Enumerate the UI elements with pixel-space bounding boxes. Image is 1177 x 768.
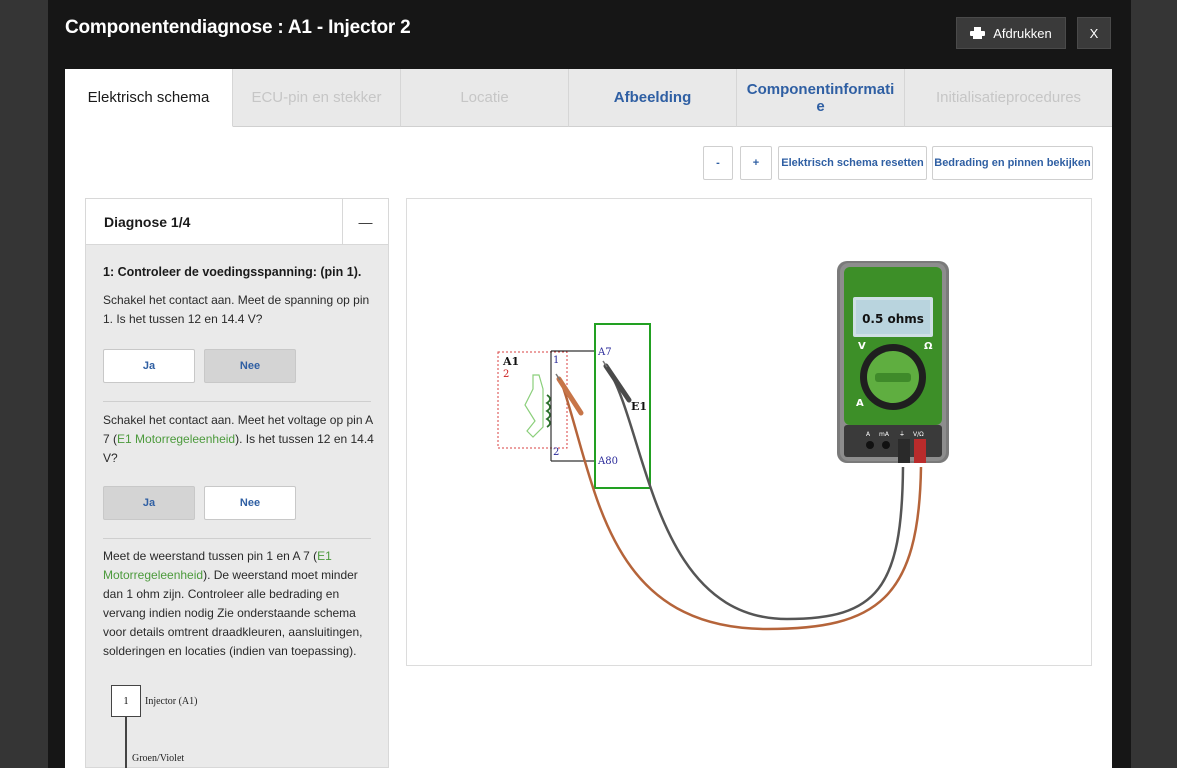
- meter-ohm-label: Ω: [924, 341, 933, 352]
- content-panel: Elektrisch schema ECU-pin en stekker Loc…: [65, 69, 1112, 768]
- tab-bar: Elektrisch schema ECU-pin en stekker Loc…: [65, 69, 1112, 127]
- mini-pin-box: 1: [111, 685, 141, 717]
- pin-1-label: 1: [553, 355, 559, 366]
- question-2-text: Schakel het contact aan. Meet het voltag…: [103, 411, 375, 468]
- injector-coil-icon: [524, 374, 551, 438]
- black-probe-icon: [602, 360, 632, 403]
- ecu-label: E1: [631, 400, 647, 413]
- q2-no-button[interactable]: Nee: [204, 486, 296, 520]
- view-wiring-button[interactable]: Bedrading en pinnen bekijken: [932, 146, 1093, 180]
- q2-prefix: Schakel het contact aan. Meet het voltag…: [103, 413, 373, 446]
- page-backdrop-left: [0, 0, 48, 768]
- jack-com-label: ⏚: [899, 431, 905, 438]
- q3-suffix: ). De weerstand moet minder dan 1 ohm zi…: [103, 568, 363, 658]
- tab-ecu-pin-en-stekker: ECU-pin en stekker: [233, 69, 401, 127]
- step-title: 1: Controleer de voedingsspanning: (pin …: [103, 265, 362, 279]
- diagnosis-modal: Componentendiagnose : A1 - Injector 2 Af…: [48, 0, 1131, 768]
- red-probe-icon: [555, 373, 584, 416]
- multimeter-icon: [837, 261, 949, 463]
- tab-locatie: Locatie: [401, 69, 569, 127]
- ecu-link[interactable]: E1 Motorregeleenheid: [103, 549, 332, 582]
- divider: [103, 401, 371, 402]
- meter-reading: 0.5 ohms: [862, 312, 924, 326]
- q2-yes-button[interactable]: Ja: [103, 486, 195, 520]
- diagnose-header: Diagnose 1/4 —: [86, 199, 388, 245]
- jack-a-label: A: [866, 431, 871, 438]
- schematic-drawing: A1 2 1 2 A7 A80 E1: [497, 261, 949, 631]
- close-button[interactable]: X: [1077, 17, 1111, 49]
- ecu-box[interactable]: [594, 323, 651, 489]
- black-probe-lead: [605, 366, 905, 621]
- component-num-label: 2: [503, 369, 509, 380]
- modal-header: Componentendiagnose : A1 - Injector 2 Af…: [48, 0, 1131, 68]
- schematic-canvas[interactable]: A1 2 1 2 A7 A80 E1: [406, 198, 1092, 666]
- zoom-out-button[interactable]: -: [703, 146, 733, 180]
- meter-v-label: V: [858, 341, 866, 352]
- reset-schematic-button[interactable]: Elektrisch schema resetten: [778, 146, 927, 180]
- q1-yes-button[interactable]: Ja: [103, 349, 195, 383]
- diagnose-title: Diagnose 1/4: [104, 213, 191, 230]
- tab-afbeelding[interactable]: Afbeelding: [569, 69, 737, 127]
- q2-suffix: ). Is het tussen 12 en 14.4 V?: [103, 432, 374, 465]
- meter-a-label: A: [856, 398, 864, 409]
- zoom-in-button[interactable]: +: [740, 146, 772, 180]
- print-label: Afdrukken: [993, 25, 1052, 41]
- tab-initialisatieprocedures: Initialisatieprocedures: [905, 69, 1112, 127]
- jack-ma-label: mA: [879, 431, 890, 438]
- ecu-pin-a80: A80: [597, 456, 618, 467]
- divider: [103, 538, 371, 539]
- print-button[interactable]: Afdrukken: [956, 17, 1066, 49]
- question-3-text: Meet de weerstand tussen pin 1 en A 7 (E…: [103, 547, 371, 661]
- red-probe-lead: [561, 386, 923, 631]
- jack-vohm-label: V/Ω: [913, 431, 924, 438]
- mini-wire-color: Groen/Violet: [132, 753, 185, 764]
- collapse-button[interactable]: —: [342, 199, 388, 244]
- page-backdrop-right: [1131, 0, 1177, 768]
- printer-icon: [970, 27, 986, 39]
- mini-wire: [125, 717, 127, 768]
- tab-elektrisch-schema[interactable]: Elektrisch schema: [65, 69, 233, 127]
- q3-prefix: Meet de weerstand tussen pin 1 en A 7 (: [103, 549, 318, 563]
- component-id-label: A1: [502, 355, 519, 368]
- mini-component-label: Injector (A1): [145, 696, 198, 707]
- tab-componentinformatie[interactable]: Componentinformati e: [737, 69, 905, 127]
- diagnose-sidebar: Diagnose 1/4 — 1: Controleer de voedings…: [85, 198, 389, 768]
- pin-2-label: 2: [553, 447, 559, 458]
- modal-title: Componentendiagnose : A1 - Injector 2: [65, 17, 411, 38]
- ecu-link[interactable]: E1 Motorregeleenheid: [117, 432, 236, 446]
- q1-no-button[interactable]: Nee: [204, 349, 296, 383]
- ecu-pin-a7: A7: [597, 347, 612, 358]
- question-1-text: Schakel het contact aan. Meet de spannin…: [103, 293, 370, 326]
